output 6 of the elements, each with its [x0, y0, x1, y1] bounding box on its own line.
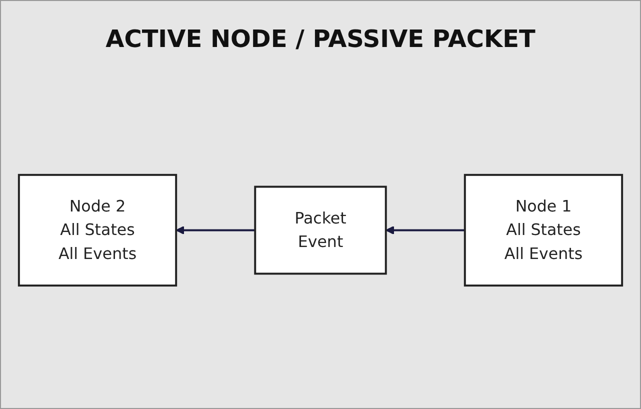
node-box: Packet Event — [254, 186, 387, 275]
diagram-title: ACTIVE NODE / PASSIVE PACKET — [106, 25, 536, 53]
arrow — [176, 226, 256, 235]
arrow — [385, 226, 465, 235]
node-box: Node 1 All States All Events — [464, 174, 624, 287]
node-box: Node 2 All States All Events — [18, 174, 178, 287]
